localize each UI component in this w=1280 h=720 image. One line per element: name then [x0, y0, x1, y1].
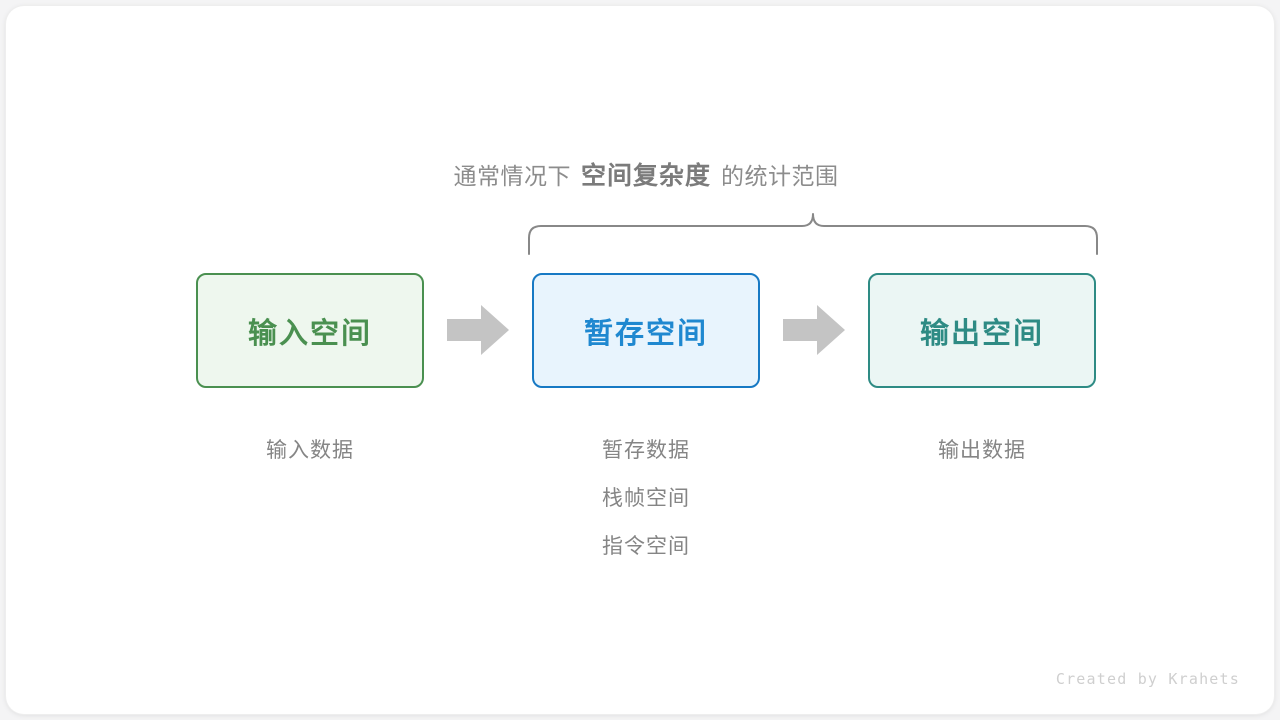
brace-caption: 通常情况下空间复杂度的统计范围 [6, 156, 1274, 192]
stage-title-temp: 暂存空间 [583, 317, 708, 350]
stage-box-temp[interactable]: 暂存空间 [532, 273, 760, 388]
arrow-right-icon-2 [783, 305, 845, 355]
caption-suffix: 的统计范围 [721, 163, 839, 189]
detail-item: 指令空间 [602, 535, 690, 558]
caption-emphasis: 空间复杂度 [580, 162, 711, 190]
credit-text: Created by Krahets [1055, 670, 1240, 688]
stage-details-input: 输入数据 [196, 427, 424, 475]
caption-prefix: 通常情况下 [453, 163, 571, 189]
arrow-right-icon-1 [447, 305, 509, 355]
stage-title-input: 输入空间 [247, 317, 372, 350]
detail-item: 输出数据 [938, 439, 1026, 462]
slide-card: 通常情况下空间复杂度的统计范围 输入空间 暂存空间 输出空间 输入数据 [6, 6, 1274, 714]
stage-title-output: 输出空间 [919, 317, 1044, 350]
stage-box-input[interactable]: 输入空间 [196, 273, 424, 388]
stage-details-output: 输出数据 [868, 427, 1096, 475]
curly-brace-icon [528, 213, 1098, 255]
stage-box-output[interactable]: 输出空间 [868, 273, 1096, 388]
detail-item: 栈帧空间 [602, 487, 690, 510]
detail-item: 输入数据 [266, 439, 354, 462]
detail-item: 暂存数据 [602, 439, 690, 462]
stage-details-temp: 暂存数据 栈帧空间 指令空间 [532, 427, 760, 571]
